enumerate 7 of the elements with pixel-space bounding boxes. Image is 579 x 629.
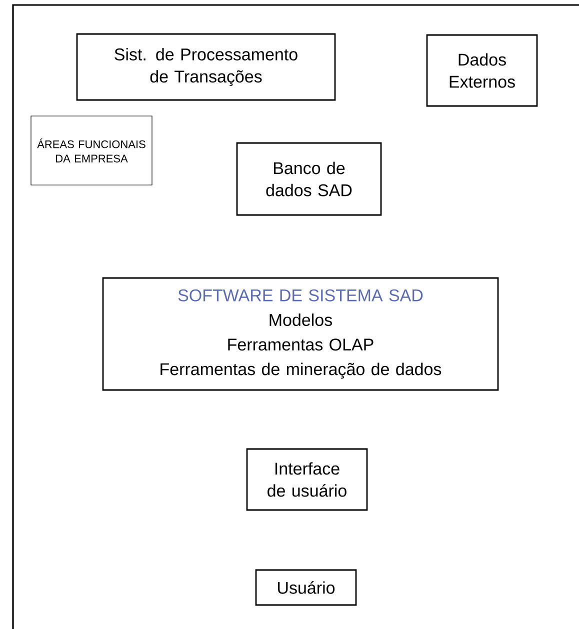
text-box: Usuário	[255, 569, 357, 606]
text-box: SOFTWARE DE SISTEMA SAD Modelos Ferramentas OLAP Ferramentas de mineração de dados	[102, 277, 499, 391]
text-box: Dados Externos	[426, 34, 538, 107]
text-box: Banco de dados SAD	[236, 142, 382, 216]
text-box: ÁREAS FUNCIONAIS DA EMPRESA	[30, 116, 152, 186]
text-box: Sist. de Processamento de Transações	[76, 33, 336, 101]
text-box: Interface de usuário	[246, 448, 368, 511]
